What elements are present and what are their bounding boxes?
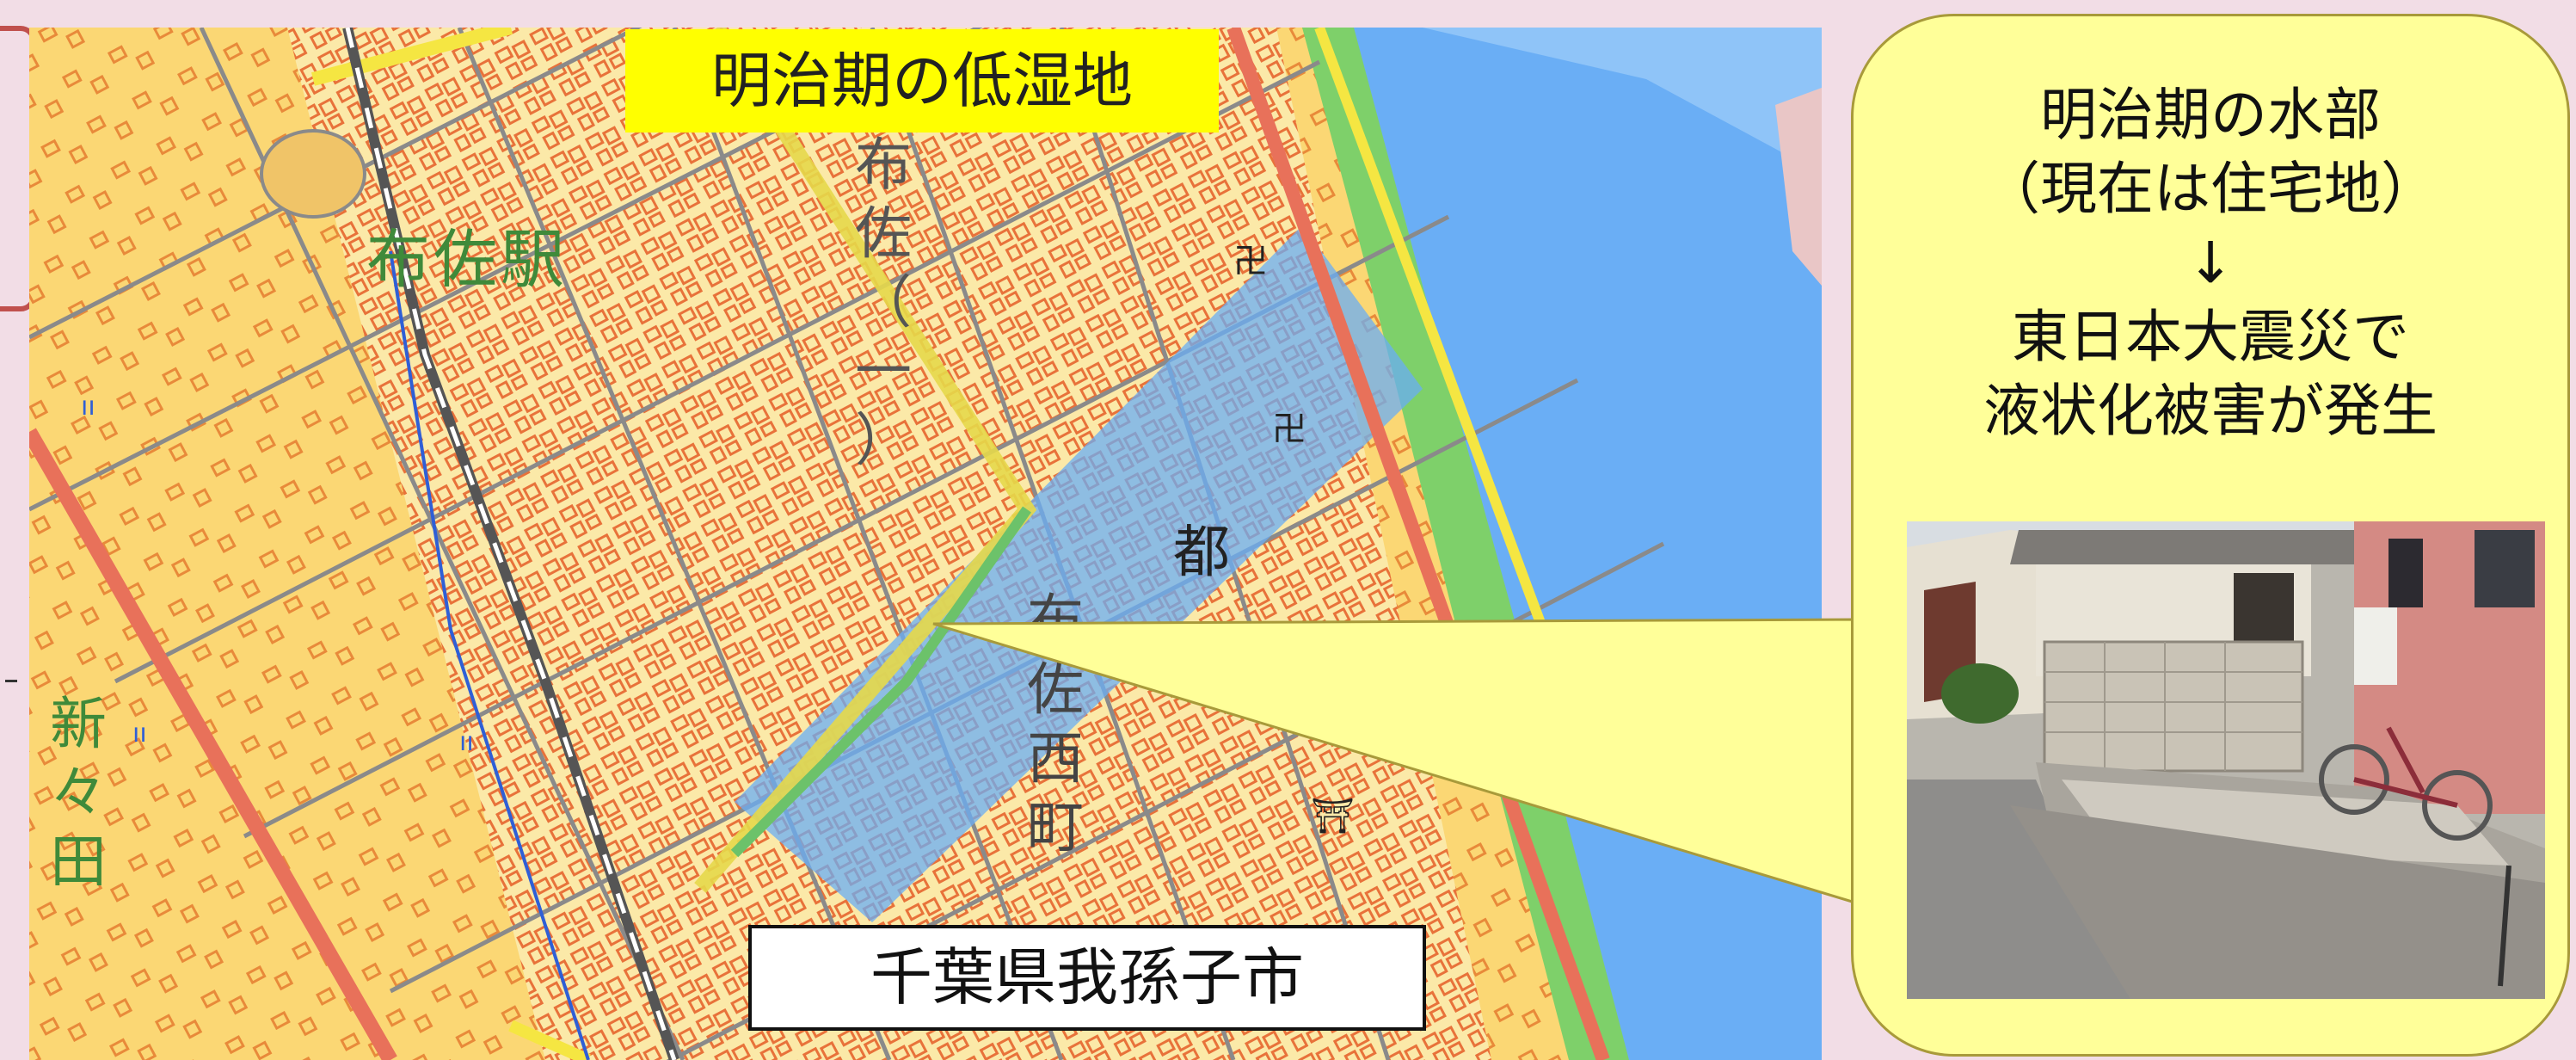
major-road-right	[1227, 28, 1610, 1060]
field-icon: ıı	[459, 727, 474, 757]
map-canvas: 卍 卍 ⛩ ıı ıı ıı	[29, 28, 1822, 1060]
callout-line: 明治期の水部	[2040, 82, 2381, 148]
map-view[interactable]: 卍 卍 ⛩ ıı ıı ıı 明治期の低湿地 布佐駅 新 々 田 布 佐 （ 一…	[29, 28, 1822, 1060]
temple-icon: 卍	[1272, 410, 1306, 449]
yellow-road-bottom	[508, 1020, 591, 1060]
field-icon: ıı	[132, 718, 147, 749]
temple-icon: 卍	[1233, 242, 1268, 281]
town-char: 一	[855, 338, 912, 404]
major-road-left	[29, 428, 397, 1060]
shrine-icon: ⛩	[1311, 797, 1355, 836]
town-char: 々	[50, 760, 107, 826]
station-plaza	[260, 129, 366, 219]
damaged-street-photo	[1907, 521, 2545, 999]
town-label-shinsinden: 新 々 田	[50, 690, 107, 897]
former-water-zone	[735, 225, 1423, 922]
town-label-fusa: 布 佐 （ 一 ）	[855, 131, 912, 475]
town-char: 町	[1027, 794, 1084, 860]
town-char: 田	[50, 829, 107, 895]
callout-line: 東日本大震災で	[2012, 304, 2409, 370]
edge-tick	[5, 680, 17, 682]
field-icon: ıı	[81, 391, 95, 422]
callout-line: （現在は住宅地）	[1983, 156, 2438, 222]
callout-tail	[932, 618, 1860, 906]
town-char: 西	[1027, 725, 1084, 792]
river-shallow	[1423, 28, 1822, 174]
town-char: 佐	[855, 200, 912, 267]
station-label: 布佐駅	[366, 223, 568, 297]
town-char: 布	[855, 132, 912, 198]
green-route	[730, 506, 1031, 858]
callout-arrow: ↓	[2186, 230, 2235, 296]
town-char: 新	[50, 691, 107, 757]
town-label-miyako: 都	[1173, 519, 1230, 585]
railway-dashes	[345, 28, 677, 1060]
highlight-road-top	[310, 28, 513, 86]
levee-road	[1314, 28, 1548, 632]
town-char: ）	[855, 407, 912, 473]
callout-text: 明治期の水部 （現在は住宅地） ↓ 東日本大震災で 液状化被害が発生	[1854, 78, 2567, 448]
stream-line	[389, 250, 590, 1060]
callout-line: 液状化被害が発生	[1983, 378, 2438, 444]
town-char: （	[855, 269, 912, 336]
photo-drawing	[1907, 521, 2545, 999]
river-island	[1775, 88, 1822, 286]
meiji-lowland-title: 明治期の低湿地	[625, 29, 1219, 132]
city-label-box: 千葉県我孫子市	[748, 925, 1426, 1031]
